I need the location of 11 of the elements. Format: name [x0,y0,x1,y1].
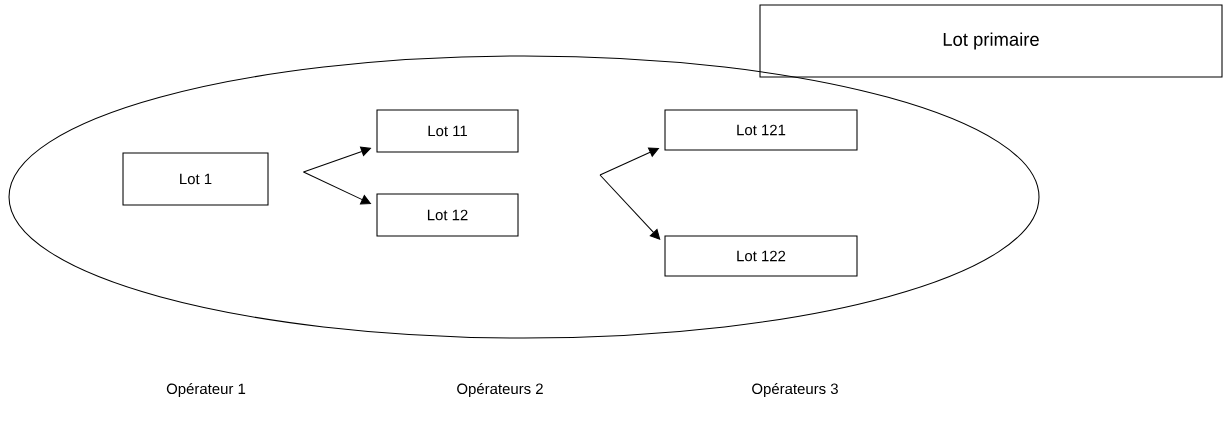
operator-label: Opérateurs 3 [752,382,838,398]
lot-box: Lot 122 [664,235,858,277]
operator-label: Opérateur 1 [166,382,246,398]
lot-box: Lot 12 [376,193,519,237]
title-box: Lot primaire [759,4,1223,78]
operator-label: Opérateurs 2 [457,382,543,398]
arrow [599,174,661,240]
lot-box: Lot 121 [664,109,858,151]
lot-box: Lot 1 [122,152,269,206]
group-ellipse [8,55,1040,339]
lot-box: Lot 11 [376,109,519,153]
